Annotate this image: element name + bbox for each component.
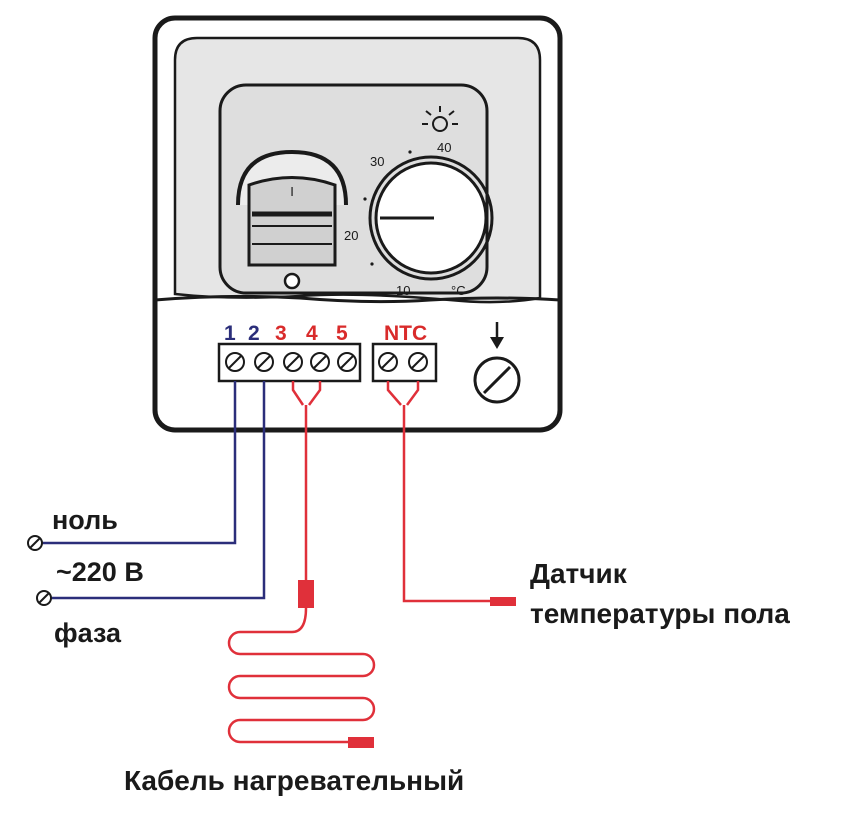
thermostat: I 40 30 20 10 °C 1 bbox=[152, 15, 563, 433]
thermostat-face-wave bbox=[154, 294, 561, 304]
terminal-screw-icon bbox=[310, 352, 330, 372]
heating-cable-lead-right bbox=[307, 381, 322, 406]
terminal-number-5: 5 bbox=[336, 322, 348, 345]
heating-cable-end-cap bbox=[348, 737, 374, 748]
wires bbox=[42, 381, 516, 748]
terminal-number-4: 4 bbox=[306, 322, 318, 345]
heating-cable-lead-left bbox=[291, 381, 305, 406]
temperature-dial[interactable]: 40 30 20 10 °C bbox=[344, 106, 494, 298]
dial-tick bbox=[408, 150, 412, 154]
dial-unit: °C bbox=[451, 283, 466, 298]
sensor-lead-right bbox=[405, 381, 420, 406]
terminal-screw-icon bbox=[254, 352, 274, 372]
power-switch[interactable]: I bbox=[236, 149, 348, 290]
dial-label-20: 20 bbox=[344, 228, 358, 243]
dial-label-10: 10 bbox=[396, 283, 410, 298]
dial-tick bbox=[370, 262, 374, 266]
terminal-screw-icon bbox=[283, 352, 303, 372]
cable-label: Кабель нагревательный bbox=[124, 765, 464, 796]
phase-terminal-icon bbox=[36, 590, 52, 606]
terminal-number-1: 1 bbox=[224, 322, 236, 345]
neutral-terminal-icon bbox=[27, 535, 43, 551]
switch-on-mark: I bbox=[290, 184, 294, 199]
terminal-screw-icon bbox=[337, 352, 357, 372]
heating-cable-loop bbox=[227, 607, 376, 744]
dial-tick bbox=[363, 197, 367, 201]
terminal-number-2: 2 bbox=[248, 322, 260, 345]
floor-sensor-probe bbox=[490, 597, 516, 606]
ntc-label: NTC bbox=[384, 322, 427, 345]
dial-label-30: 30 bbox=[370, 154, 384, 169]
terminal-screw-icon bbox=[378, 352, 398, 372]
sensor-label: Датчик bbox=[530, 558, 628, 589]
phase-label: фаза bbox=[54, 618, 122, 648]
sensor-wire bbox=[402, 405, 493, 603]
neutral-label: ноль bbox=[52, 505, 118, 535]
switch-indicator-lamp bbox=[283, 272, 301, 290]
dial-outer-ring bbox=[368, 155, 494, 281]
heating-indicator-icon bbox=[422, 106, 458, 132]
neutral-wire bbox=[42, 381, 237, 545]
sensor-lead-left bbox=[386, 381, 402, 406]
terminal-screw-icon bbox=[408, 352, 428, 372]
phase-wire bbox=[48, 381, 266, 600]
mounting-screw[interactable] bbox=[473, 356, 521, 404]
arrow-down-icon bbox=[490, 322, 504, 349]
terminal-screw-icon bbox=[225, 352, 245, 372]
terminal-number-3: 3 bbox=[275, 322, 287, 345]
sensor-label-line2: температуры пола bbox=[530, 598, 790, 629]
heating-cable-coupling bbox=[298, 580, 314, 608]
dial-label-40: 40 bbox=[437, 140, 451, 155]
voltage-label: ~220 В bbox=[56, 557, 144, 587]
